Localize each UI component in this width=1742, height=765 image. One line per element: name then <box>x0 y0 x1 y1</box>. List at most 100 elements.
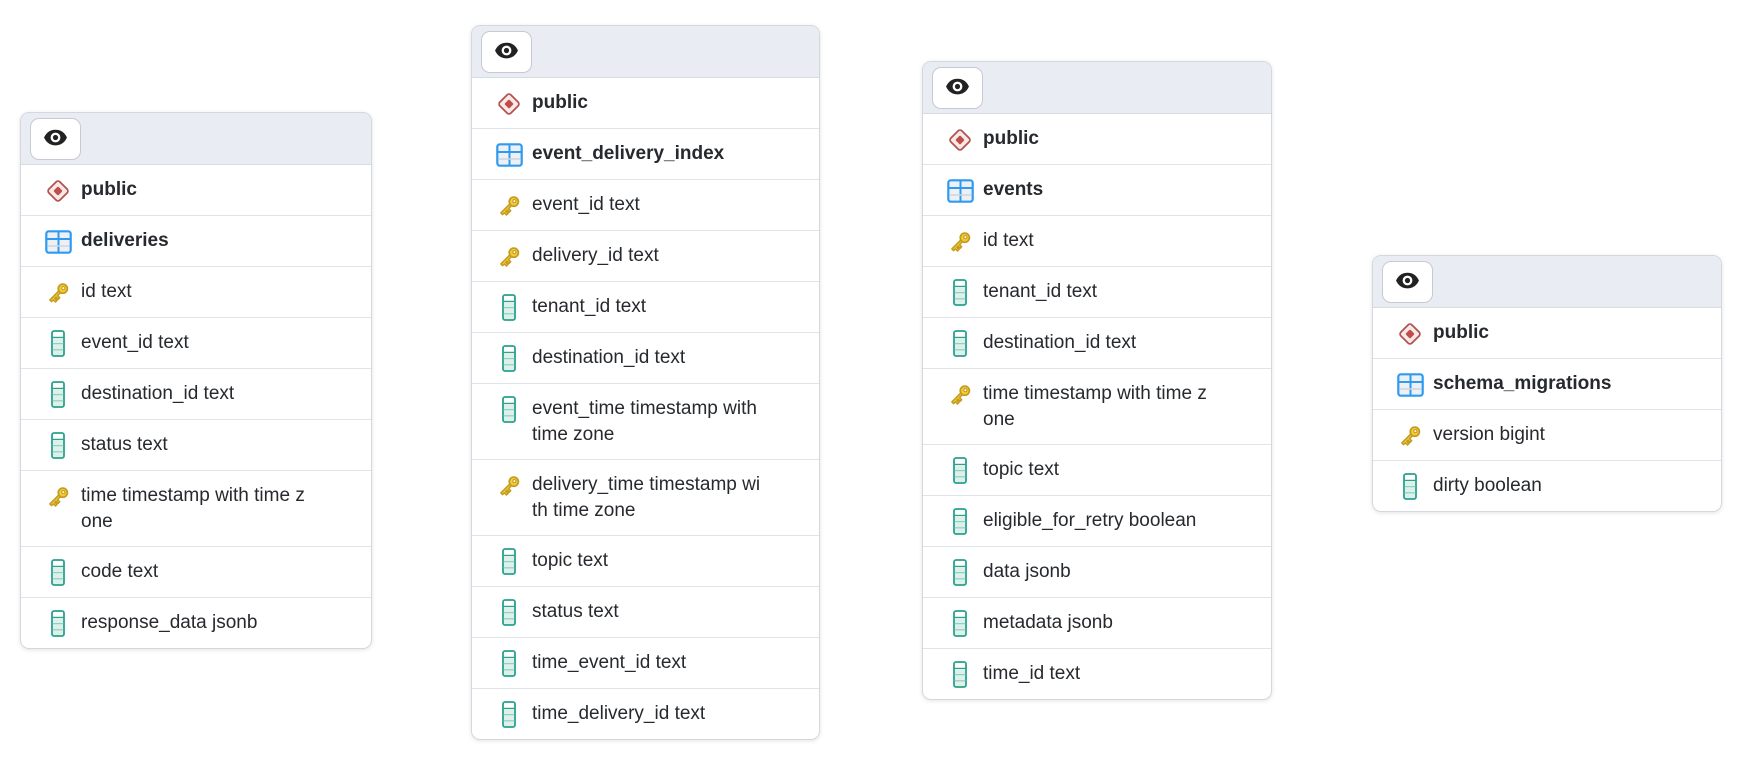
column-label: destination_id text <box>532 347 686 368</box>
schema-name: public <box>983 128 1039 149</box>
rows-container: public events id text tenant_id text <box>923 114 1271 699</box>
column-row[interactable]: metadata jsonb <box>923 597 1271 648</box>
table-name-row[interactable]: deliveries <box>21 215 371 266</box>
table-name: schema_migrations <box>1433 373 1612 394</box>
column-icon <box>44 330 72 357</box>
card-header <box>472 26 819 78</box>
column-row[interactable]: id text <box>21 266 371 317</box>
table-icon <box>1396 371 1424 398</box>
schema-row[interactable]: public <box>1373 308 1721 358</box>
column-row[interactable]: dirty boolean <box>1373 460 1721 511</box>
column-icon <box>44 610 72 637</box>
key-icon <box>495 243 523 270</box>
column-label: code text <box>81 561 159 582</box>
column-label: status text <box>532 601 619 622</box>
column-row[interactable]: topic text <box>923 444 1271 495</box>
column-row[interactable]: event_id text <box>472 179 819 230</box>
column-row[interactable]: tenant_id text <box>472 281 819 332</box>
schema-row[interactable]: public <box>21 165 371 215</box>
column-label: time_event_id text <box>532 652 687 673</box>
column-label: response_data jsonb <box>81 612 258 633</box>
schema-row[interactable]: public <box>472 78 819 128</box>
table-card-event_delivery_index: public event_delivery_index event_id tex… <box>471 25 820 740</box>
column-row[interactable]: version bigint <box>1373 409 1721 460</box>
column-label: topic text <box>532 550 609 571</box>
column-row[interactable]: tenant_id text <box>923 266 1271 317</box>
column-icon <box>44 432 72 459</box>
column-label: destination_id text <box>81 383 235 404</box>
key-icon <box>946 381 974 408</box>
column-label: data jsonb <box>983 561 1071 582</box>
column-icon <box>495 548 523 575</box>
key-icon <box>44 483 72 510</box>
column-row[interactable]: time timestamp with time zone <box>923 368 1271 444</box>
column-label: status text <box>81 434 168 455</box>
column-row[interactable]: time_delivery_id text <box>472 688 819 739</box>
table-name-row[interactable]: event_delivery_index <box>472 128 819 179</box>
schema-row[interactable]: public <box>923 114 1271 164</box>
column-label: tenant_id text <box>983 281 1098 302</box>
visibility-toggle-button[interactable] <box>30 117 81 160</box>
column-label: dirty boolean <box>1433 475 1542 496</box>
column-row[interactable]: destination_id text <box>21 368 371 419</box>
column-icon <box>1396 473 1424 500</box>
column-label: event_id text <box>532 194 640 215</box>
key-icon <box>1396 422 1424 449</box>
column-row[interactable]: delivery_id text <box>472 230 819 281</box>
column-icon <box>946 330 974 357</box>
column-label: time timestamp with time zone <box>81 485 305 532</box>
column-icon <box>946 508 974 535</box>
table-name: event_delivery_index <box>532 143 725 164</box>
column-label: tenant_id text <box>532 296 647 317</box>
table-card-deliveries: public deliveries id text event_id text <box>20 112 372 649</box>
table-name-row[interactable]: schema_migrations <box>1373 358 1721 409</box>
column-row[interactable]: event_time timestamp with time zone <box>472 383 819 459</box>
column-label: delivery_time timestamp with time zone <box>532 474 761 521</box>
column-row[interactable]: topic text <box>472 535 819 586</box>
visibility-toggle-button[interactable] <box>1382 260 1433 303</box>
card-header <box>923 62 1271 114</box>
schema-name: public <box>1433 322 1489 343</box>
key-icon <box>946 228 974 255</box>
column-row[interactable]: time_event_id text <box>472 637 819 688</box>
table-name-row[interactable]: events <box>923 164 1271 215</box>
column-label: time_id text <box>983 663 1081 684</box>
column-row[interactable]: code text <box>21 546 371 597</box>
schema-icon <box>44 177 72 204</box>
column-row[interactable]: delivery_time timestamp with time zone <box>472 459 819 535</box>
eye-icon <box>492 38 521 66</box>
key-icon <box>44 279 72 306</box>
column-label: version bigint <box>1433 424 1545 445</box>
column-row[interactable]: destination_id text <box>923 317 1271 368</box>
visibility-toggle-button[interactable] <box>481 30 532 73</box>
column-icon <box>495 650 523 677</box>
column-label: eligible_for_retry boolean <box>983 510 1197 531</box>
column-icon <box>946 559 974 586</box>
card-header <box>21 113 371 165</box>
column-row[interactable]: status text <box>21 419 371 470</box>
column-row[interactable]: status text <box>472 586 819 637</box>
key-icon <box>495 472 523 499</box>
column-row[interactable]: event_id text <box>21 317 371 368</box>
column-row[interactable]: data jsonb <box>923 546 1271 597</box>
key-icon <box>495 192 523 219</box>
table-card-events: public events id text tenant_id text <box>922 61 1272 700</box>
column-row[interactable]: id text <box>923 215 1271 266</box>
column-row[interactable]: eligible_for_retry boolean <box>923 495 1271 546</box>
table-name: events <box>983 179 1044 200</box>
column-label: topic text <box>983 459 1060 480</box>
column-row[interactable]: destination_id text <box>472 332 819 383</box>
column-label: delivery_id text <box>532 245 659 266</box>
column-row[interactable]: time timestamp with time zone <box>21 470 371 546</box>
column-row[interactable]: time_id text <box>923 648 1271 699</box>
card-header <box>1373 256 1721 308</box>
column-icon <box>495 599 523 626</box>
column-icon <box>495 396 523 423</box>
schema-icon <box>495 90 523 117</box>
table-card-schema_migrations: public schema_migrations version bigint … <box>1372 255 1722 512</box>
rows-container: public event_delivery_index event_id tex… <box>472 78 819 739</box>
column-icon <box>495 701 523 728</box>
column-row[interactable]: response_data jsonb <box>21 597 371 648</box>
visibility-toggle-button[interactable] <box>932 66 983 109</box>
